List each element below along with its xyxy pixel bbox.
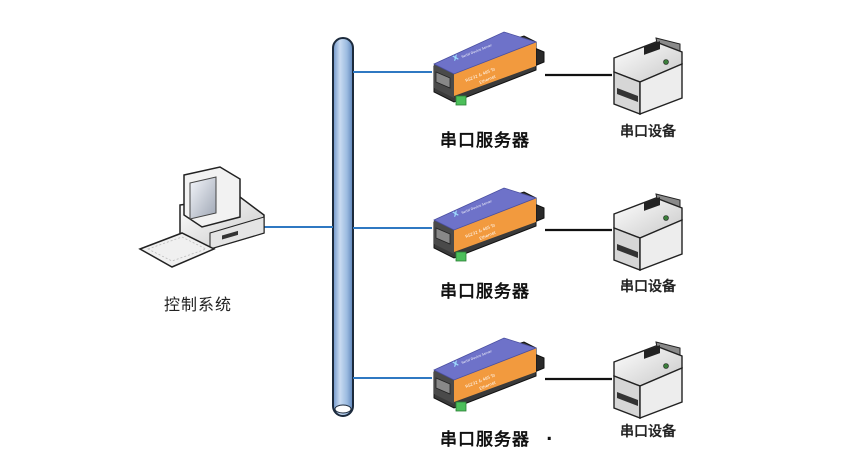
- control-system-label: 控制系统: [164, 295, 233, 314]
- device-label-2: 串口设备: [620, 279, 676, 295]
- device-label-3: 串口设备: [620, 424, 676, 440]
- serial-device-server-icon: [433, 31, 545, 106]
- network-bus: [332, 37, 354, 417]
- serial-device-server-icon: [433, 337, 545, 412]
- server-label-3: 串口服务器: [440, 430, 530, 450]
- server-label-2: 串口服务器: [440, 282, 530, 302]
- trailing-mark: .: [546, 425, 554, 445]
- desktop-computer-icon: [138, 166, 265, 268]
- serial-device-server-icon: [433, 187, 545, 262]
- printer-icon: [613, 193, 683, 271]
- printer-icon: [613, 37, 683, 115]
- device-label-1: 串口设备: [620, 124, 676, 140]
- printer-icon: [613, 341, 683, 419]
- server-label-1: 串口服务器: [440, 131, 530, 151]
